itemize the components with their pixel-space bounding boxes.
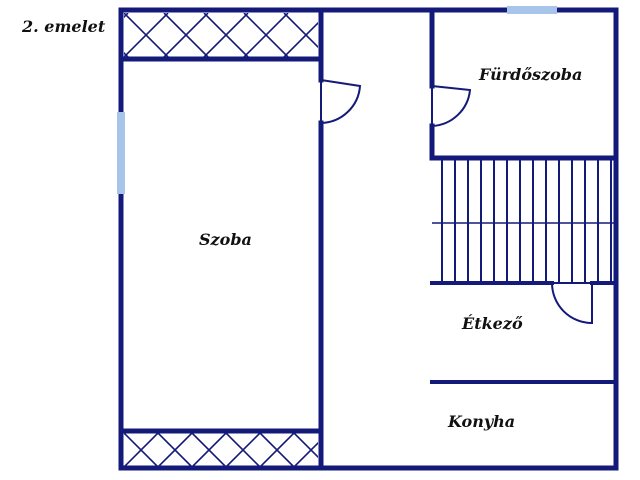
bottom-hatch-area [124, 433, 318, 467]
floor-label: 2. emelet [21, 17, 106, 36]
room-label-furdoszoba: Fürdőszoba [478, 65, 582, 84]
walls [118, 7, 619, 471]
room-label-konyha: Konyha [447, 412, 515, 431]
door-stair [551, 282, 593, 325]
window-left [117, 112, 125, 194]
door-bathroom [431, 85, 472, 127]
window-top [507, 6, 557, 14]
staircase [432, 160, 616, 283]
top-hatch-area [124, 13, 318, 57]
room-label-etkezo: Étkező [461, 313, 523, 333]
outer-wall [118, 7, 619, 471]
room-label-szoba: Szoba [199, 230, 252, 249]
door-room [320, 79, 362, 124]
